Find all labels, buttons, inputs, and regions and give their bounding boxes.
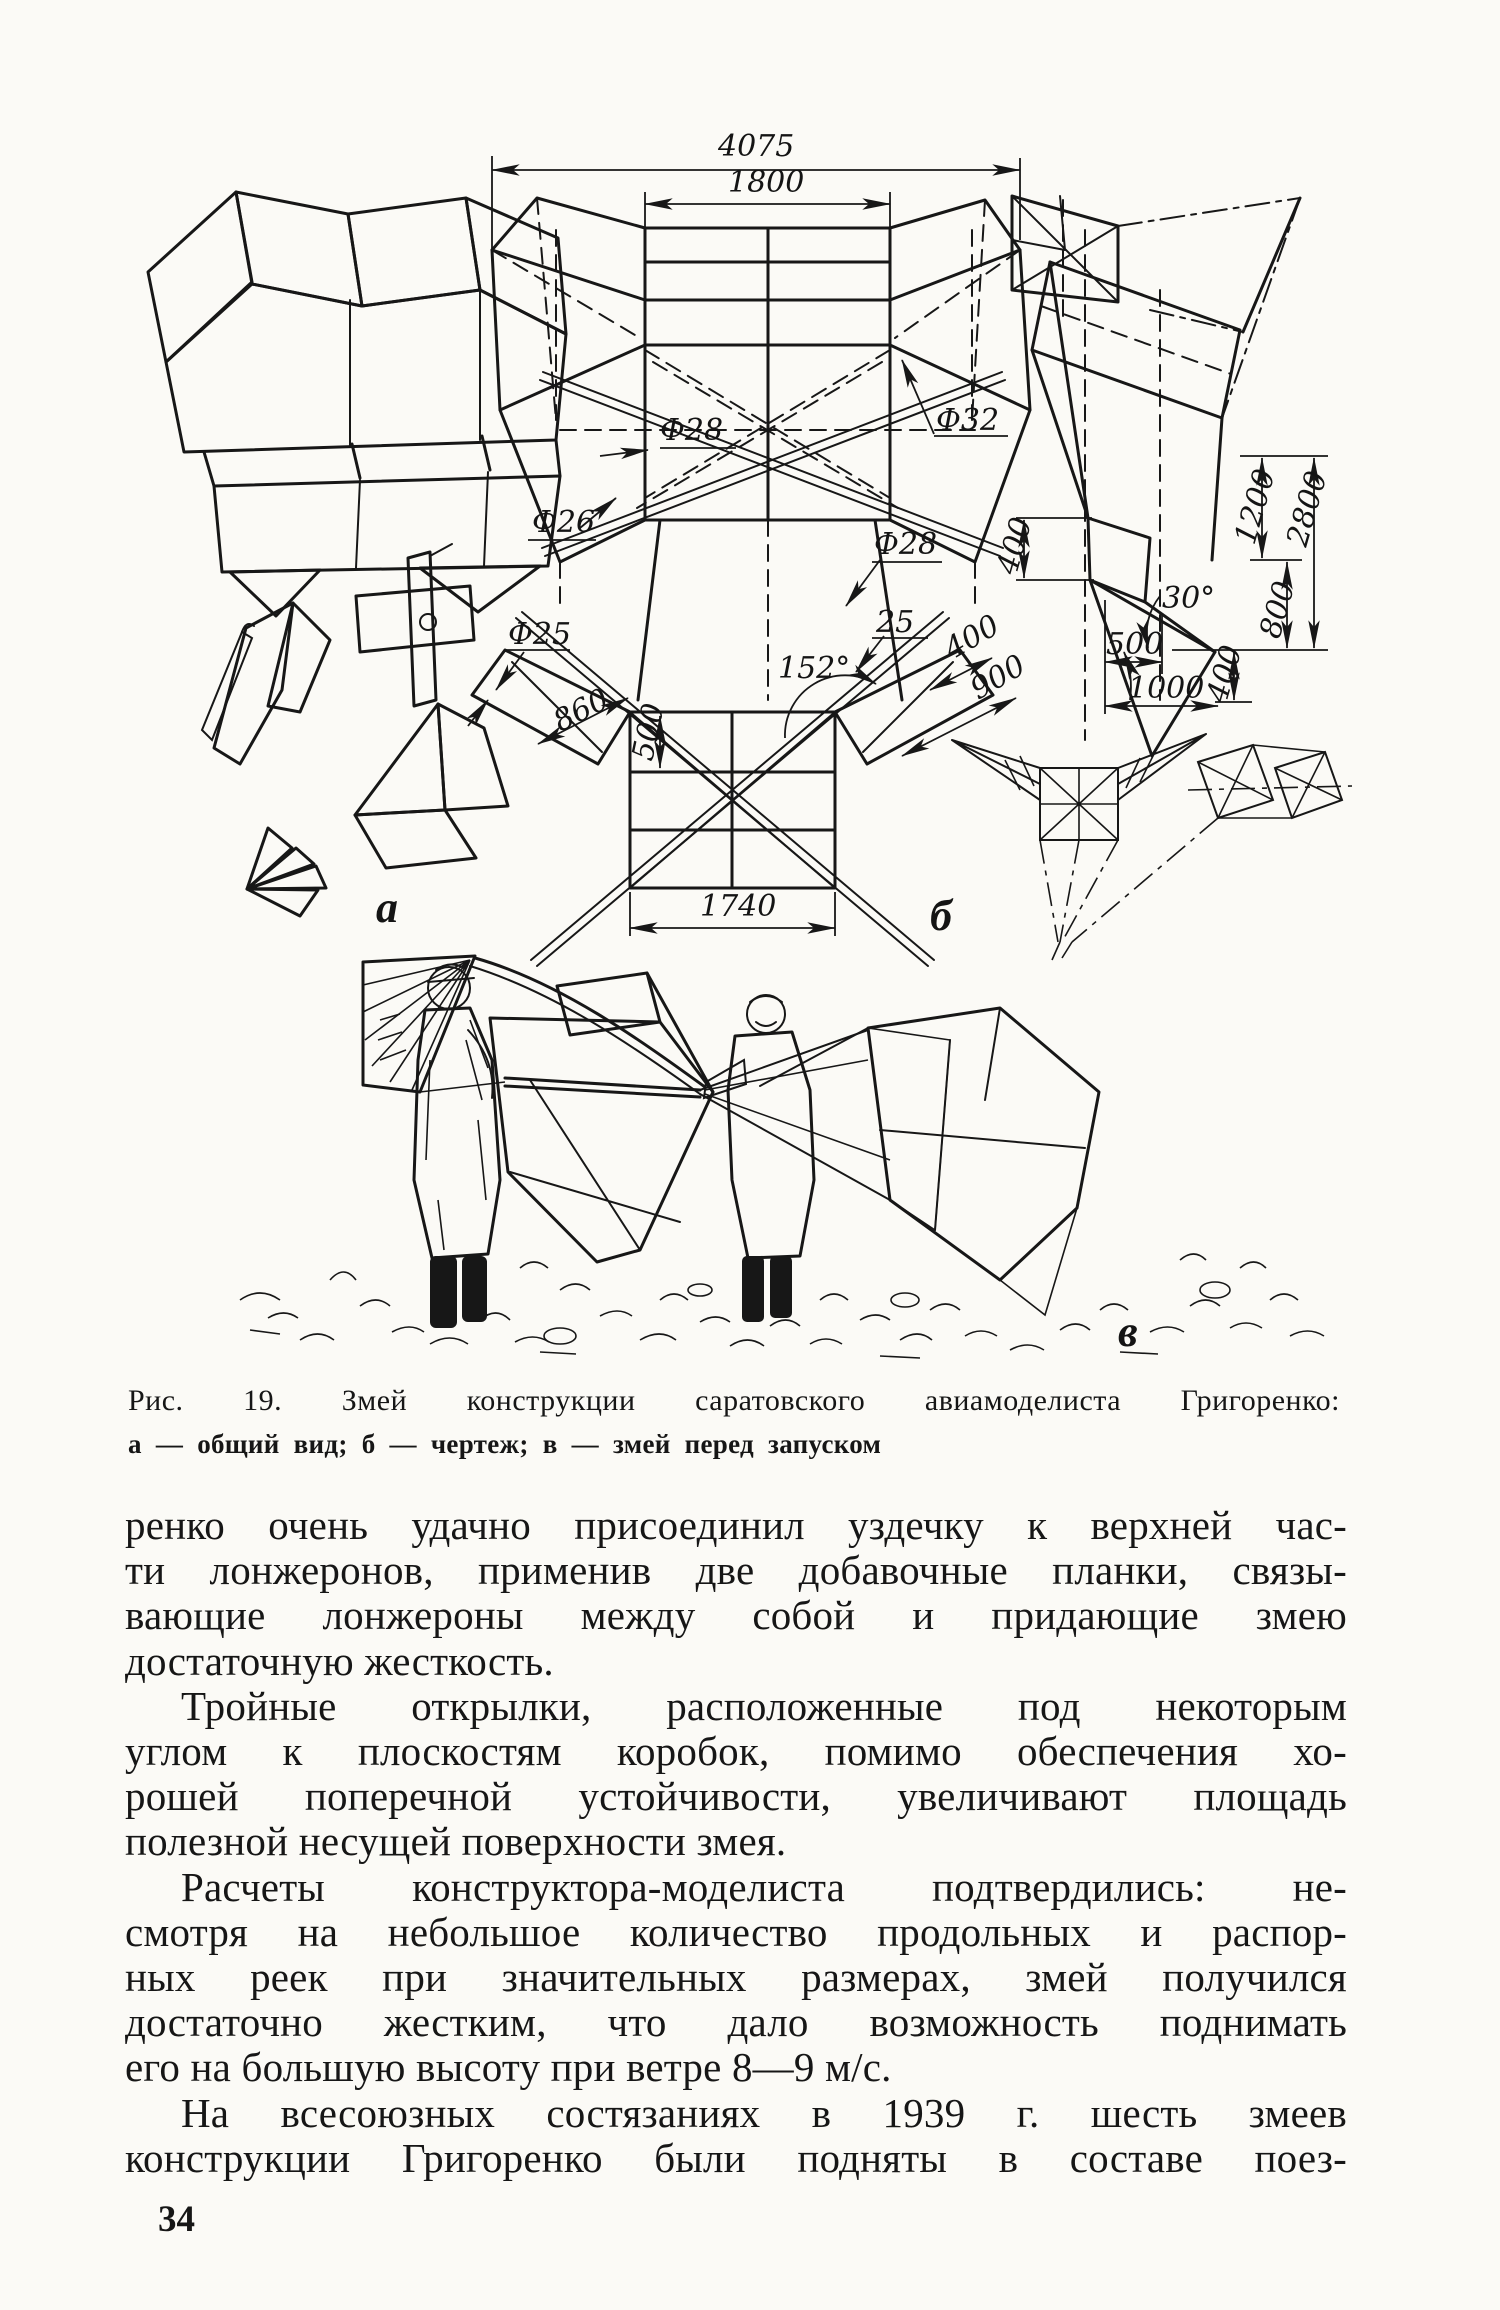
text-line: достаточно жестким, что дало возможность… (125, 1999, 1347, 2046)
label-a: а (376, 883, 398, 932)
dim-30: 30° (1162, 581, 1215, 616)
right-figure (702, 994, 816, 1322)
dim-f25: Ф25 (508, 617, 571, 652)
ground-texture (239, 1253, 1325, 1359)
dim-500: 500 (626, 700, 672, 763)
front-view-drawing: 860 500 1740 400 900 152° Ф25 б (466, 608, 1032, 967)
dim-f28-left: Ф28 (660, 413, 723, 448)
text-line: рошей поперечной устойчивости, увеличива… (125, 1773, 1347, 1820)
dim-1200: 1200 (1228, 465, 1283, 548)
text-line: смотря на небольшое количество продольны… (125, 1908, 1347, 1955)
launch-illustration: в (239, 954, 1325, 1359)
caption-title: Рис. 19. Змей конструкции саратовского а… (128, 1384, 1340, 1417)
dim-400-right: 400 (1200, 642, 1250, 708)
dim-4075: 4075 (717, 129, 794, 164)
dim-800: 800 (1253, 578, 1302, 643)
page-number: 34 (158, 2199, 195, 2240)
perspective-drawing: 4075 1800 Ф28 Ф32 Ф26 (490, 129, 1032, 702)
text-line: ных реек при значительных размерах, змей… (125, 1954, 1347, 2001)
label-v: в (1118, 1307, 1138, 1356)
figure-19-drawing: а 4075 1800 Ф28 (146, 129, 1353, 1359)
figure-caption: Рис. 19. Змей конструкции саратовского а… (128, 1384, 1340, 1460)
side-view-drawing: 1200 2800 800 400 400 500 1000 30° (990, 194, 1335, 758)
text-line: достаточную жесткость. (125, 1637, 554, 1684)
dim-f28-right: Ф28 (874, 527, 937, 562)
text-line: ренко очень удачно присоединил уздечку к… (125, 1502, 1347, 1548)
dim-f26: Ф26 (532, 505, 595, 540)
dim-500-side: 500 (1106, 627, 1163, 662)
text-line: конструкции Григоренко были подняты в со… (125, 2134, 1347, 2181)
dim-900-wing: 900 (965, 648, 1032, 707)
caption-legend: а — общий вид; б — чертеж; в — змей пере… (128, 1429, 882, 1459)
general-view-drawing: а (146, 190, 568, 932)
text-line: его на большую высоту при ветре 8—9 м/с. (125, 2044, 892, 2091)
dim-1740: 1740 (700, 889, 776, 924)
dim-400-left: 400 (990, 514, 1040, 580)
text-line: Расчеты конструктора-моделиста подтверди… (181, 1863, 1347, 1910)
text-line: Тройные открылки, расположенные под неко… (181, 1682, 1347, 1729)
dim-f32: Ф32 (936, 403, 999, 438)
dim-1000: 1000 (1128, 671, 1204, 706)
text-line: На всесоюзных состязаниях в 1939 г. шест… (181, 2089, 1347, 2136)
aux-sketches (951, 733, 1353, 961)
text-line: углом к плоскостям коробок, помимо обесп… (125, 1728, 1347, 1775)
text-line: вающие лонжероны между собой и придающие… (125, 1592, 1347, 1639)
left-figure (412, 963, 502, 1328)
dim-1800: 1800 (728, 165, 804, 200)
dim-152: 152° (778, 651, 850, 686)
dim-2800: 2800 (1280, 467, 1335, 551)
body-text: ренко очень удачно присоединил уздечку к… (125, 1502, 1347, 2181)
text-line: полезной несущей поверхности змея. (125, 1818, 787, 1865)
label-b: б (930, 891, 954, 940)
text-line: ти лонжеронов, применив две добавочные п… (125, 1547, 1347, 1594)
dim-25: 25 (875, 605, 914, 640)
